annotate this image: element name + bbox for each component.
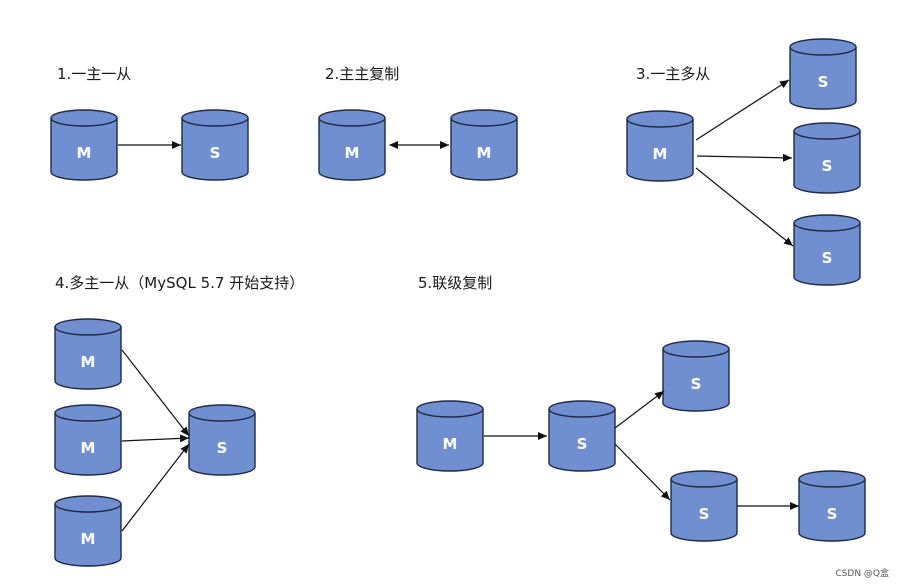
db-slave-1: S [181,109,249,181]
title-one-master-many-slaves: 3.一主多从 [636,65,710,83]
db-slave-5c: S [670,470,738,542]
slave-label: S [699,505,710,523]
arrow-m-to-s3 [695,167,794,247]
master-label: M [477,144,492,162]
arrow-m2-to-s [121,434,190,443]
db-master-4c: M [54,495,122,567]
title-many-masters-one-slave: 4.多主一从（MySQL 5.7 开始支持） [55,274,304,292]
db-slave-3b: S [793,122,861,194]
slave-label: S [577,435,588,453]
slave-label: S [217,439,228,457]
arrow-m3-to-s [121,443,190,532]
db-slave-4: S [188,404,256,476]
slave-label: S [827,505,838,523]
db-slave-3c: S [793,214,861,286]
db-slave-5a: S [548,400,616,472]
arrow-m-to-s2 [696,153,793,162]
master-label: M [81,353,96,371]
db-slave-5d: S [798,470,866,542]
slave-label: S [210,144,221,162]
master-label: M [443,435,458,453]
master-label: M [345,144,360,162]
arrow-s-to-s-upper [614,390,665,429]
db-master-2b: M [450,109,518,181]
db-master-2a: M [318,109,386,181]
db-master-3: M [626,110,694,182]
slave-label: S [691,375,702,393]
slave-label: S [822,157,833,175]
watermark: CSDN @Q盒 [835,567,889,579]
arrows [118,79,799,532]
slave-label: S [822,249,833,267]
master-label: M [81,439,96,457]
master-label: M [81,530,96,548]
title-master-master: 2.主主复制 [325,65,399,83]
title-cascade-replication: 5.联级复制 [418,274,492,292]
arrow-m1-to-s [121,349,190,437]
db-master-5: M [416,400,484,472]
db-master-4b: M [54,404,122,476]
master-label: M [653,145,668,163]
arrow-s-to-s-lower [614,443,671,501]
master-label: M [77,144,92,162]
db-slave-3a: S [789,38,857,110]
db-master-4a: M [54,318,122,390]
db-slave-5b: S [662,340,730,412]
title-one-master-one-slave: 1.一主一从 [57,65,131,83]
db-master-1: M [50,109,118,181]
slave-label: S [818,73,829,91]
arrow-m-to-s1 [695,79,790,141]
